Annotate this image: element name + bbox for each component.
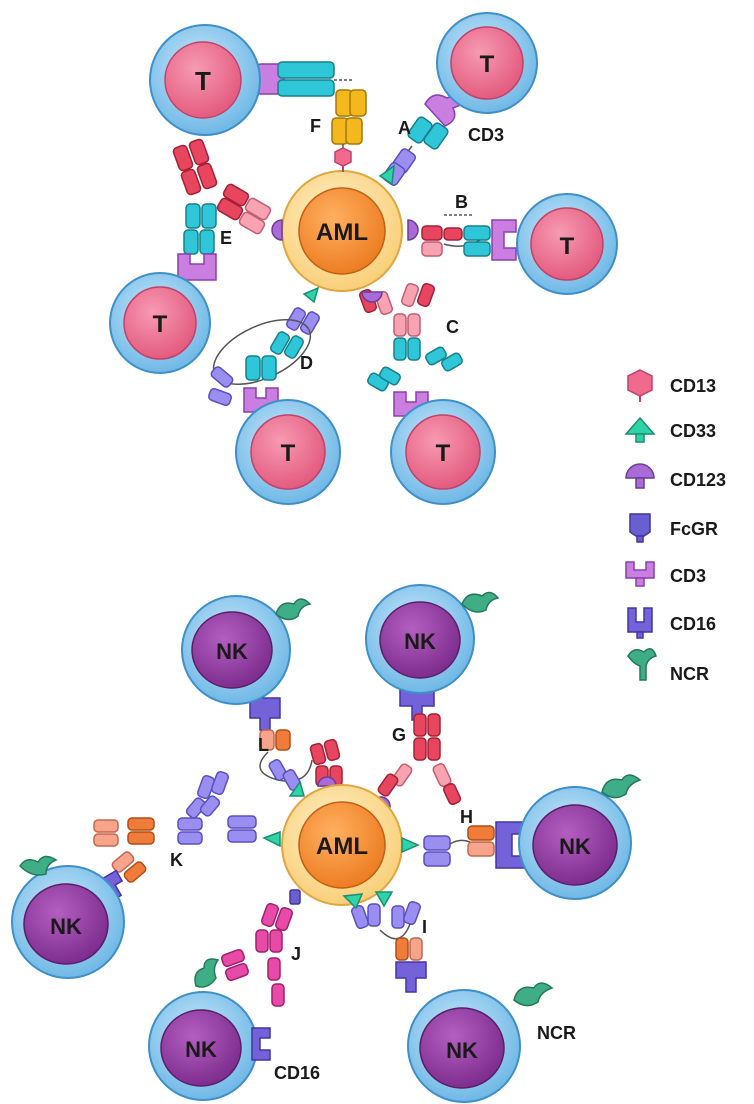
- construct-label-b: B: [455, 192, 468, 212]
- ncr-annotation: NCR: [537, 1023, 576, 1043]
- legend-label: CD16: [670, 614, 716, 634]
- aml-cell-label: AML: [316, 219, 368, 246]
- cd123-icon: [407, 219, 419, 241]
- cd33-icon: [374, 891, 394, 908]
- t-cell-label: T: [480, 51, 495, 78]
- t-cell-label: T: [436, 440, 451, 467]
- construct-label-a: A: [398, 118, 411, 138]
- cd3-icon: [625, 561, 655, 579]
- t-cell-label: T: [153, 311, 168, 338]
- construct-c: [358, 282, 463, 417]
- ncr-icon: [601, 774, 642, 799]
- legend-item-cd3: CD3: [625, 561, 706, 587]
- t-cell: T: [436, 12, 538, 114]
- construct-f: [255, 61, 367, 158]
- t-cell-panel: T T T T T T AM: [109, 12, 618, 505]
- legend-item-cd33: CD33: [624, 416, 716, 443]
- fcgr-icon: [629, 513, 651, 537]
- legend-label: NCR: [670, 664, 709, 684]
- cd16-icon: [627, 607, 653, 633]
- nk-cell-label: NK: [216, 639, 248, 664]
- cd33-icon: [401, 836, 420, 854]
- construct-label-g: G: [392, 725, 406, 745]
- construct-label-c: C: [446, 317, 459, 337]
- construct-label-i: I: [422, 917, 427, 937]
- legend-label: CD13: [670, 376, 716, 396]
- cd33-icon: [342, 893, 364, 910]
- legend: CD13 CD33 CD123 FcGR CD3 CD16: [624, 369, 726, 684]
- construct-label-d: D: [300, 353, 313, 373]
- construct-g: [373, 689, 462, 813]
- legend-item-cd16: CD16: [627, 607, 716, 639]
- cd16-icon: [251, 1027, 271, 1061]
- cd123-icon: [361, 291, 383, 303]
- legend-item-fcgr: FcGR: [629, 513, 718, 543]
- construct-l: [249, 697, 343, 791]
- nk-cell-label: NK: [559, 834, 591, 859]
- ncr-icon: [513, 982, 554, 1007]
- ncr-icon: [461, 591, 500, 613]
- t-cell-label: T: [195, 66, 211, 96]
- t-cell-label: T: [560, 233, 575, 260]
- nk-cell-label: NK: [404, 629, 436, 654]
- construct-label-e: E: [220, 228, 232, 248]
- cd16-annotation: CD16: [274, 1063, 320, 1083]
- cd33-icon: [288, 780, 305, 797]
- t-cell-label: T: [281, 440, 296, 467]
- aml-cell-label: AML: [316, 833, 368, 860]
- construct-label-h: H: [460, 807, 473, 827]
- construct-label-f: F: [310, 116, 321, 136]
- cd33-icon: [302, 286, 320, 304]
- nk-cell: NK: [181, 595, 312, 705]
- nk-cell: NK: [407, 982, 554, 1103]
- cd13-icon: [627, 369, 653, 397]
- legend-item-ncr: NCR: [627, 648, 709, 684]
- aml-cell: AML: [271, 147, 419, 304]
- ncr-icon: [627, 648, 657, 681]
- construct-k: [90, 770, 257, 903]
- t-cell: T: [109, 272, 211, 374]
- construct-i: [350, 900, 427, 993]
- cd3-annotation: CD3: [468, 125, 504, 145]
- construct-label-k: K: [170, 850, 183, 870]
- nk-cell: NK: [11, 855, 125, 979]
- construct-b: [421, 214, 517, 261]
- aml-cell: AML: [262, 780, 420, 910]
- legend-item-cd123: CD123: [625, 463, 726, 490]
- legend-label: CD3: [670, 566, 706, 586]
- construct-j: [220, 889, 301, 1007]
- ncr-icon: [194, 958, 220, 988]
- nk-cell: NK: [518, 774, 642, 900]
- nk-cell-panel: NK NK NK NK NK: [11, 584, 642, 1103]
- legend-label: CD33: [670, 421, 716, 441]
- cd123-icon: [625, 463, 655, 479]
- construct-h: [423, 821, 527, 869]
- t-cell: T: [149, 24, 261, 136]
- construct-e: [172, 138, 272, 281]
- cd33-icon: [624, 416, 656, 435]
- cd123-icon: [271, 219, 283, 241]
- ncr-icon: [275, 598, 312, 621]
- nk-cell-label: NK: [446, 1038, 478, 1063]
- nk-cell-label: NK: [50, 914, 82, 939]
- nk-cell: NK: [148, 958, 271, 1101]
- ncr-icon: [19, 855, 58, 876]
- t-cell: T: [516, 193, 618, 295]
- nk-cell: NK: [365, 584, 500, 694]
- nk-cell-label: NK: [185, 1037, 217, 1062]
- t-cell: T: [235, 399, 341, 505]
- legend-label: FcGR: [670, 519, 718, 539]
- cd33-icon: [262, 830, 281, 848]
- cd13-icon: [334, 147, 352, 172]
- construct-label-l: L: [258, 735, 269, 755]
- legend-label: CD123: [670, 470, 726, 490]
- t-cell: T: [390, 399, 496, 505]
- construct-label-j: J: [291, 944, 301, 964]
- legend-item-cd13: CD13: [627, 369, 716, 402]
- cd33-icon: [378, 164, 395, 186]
